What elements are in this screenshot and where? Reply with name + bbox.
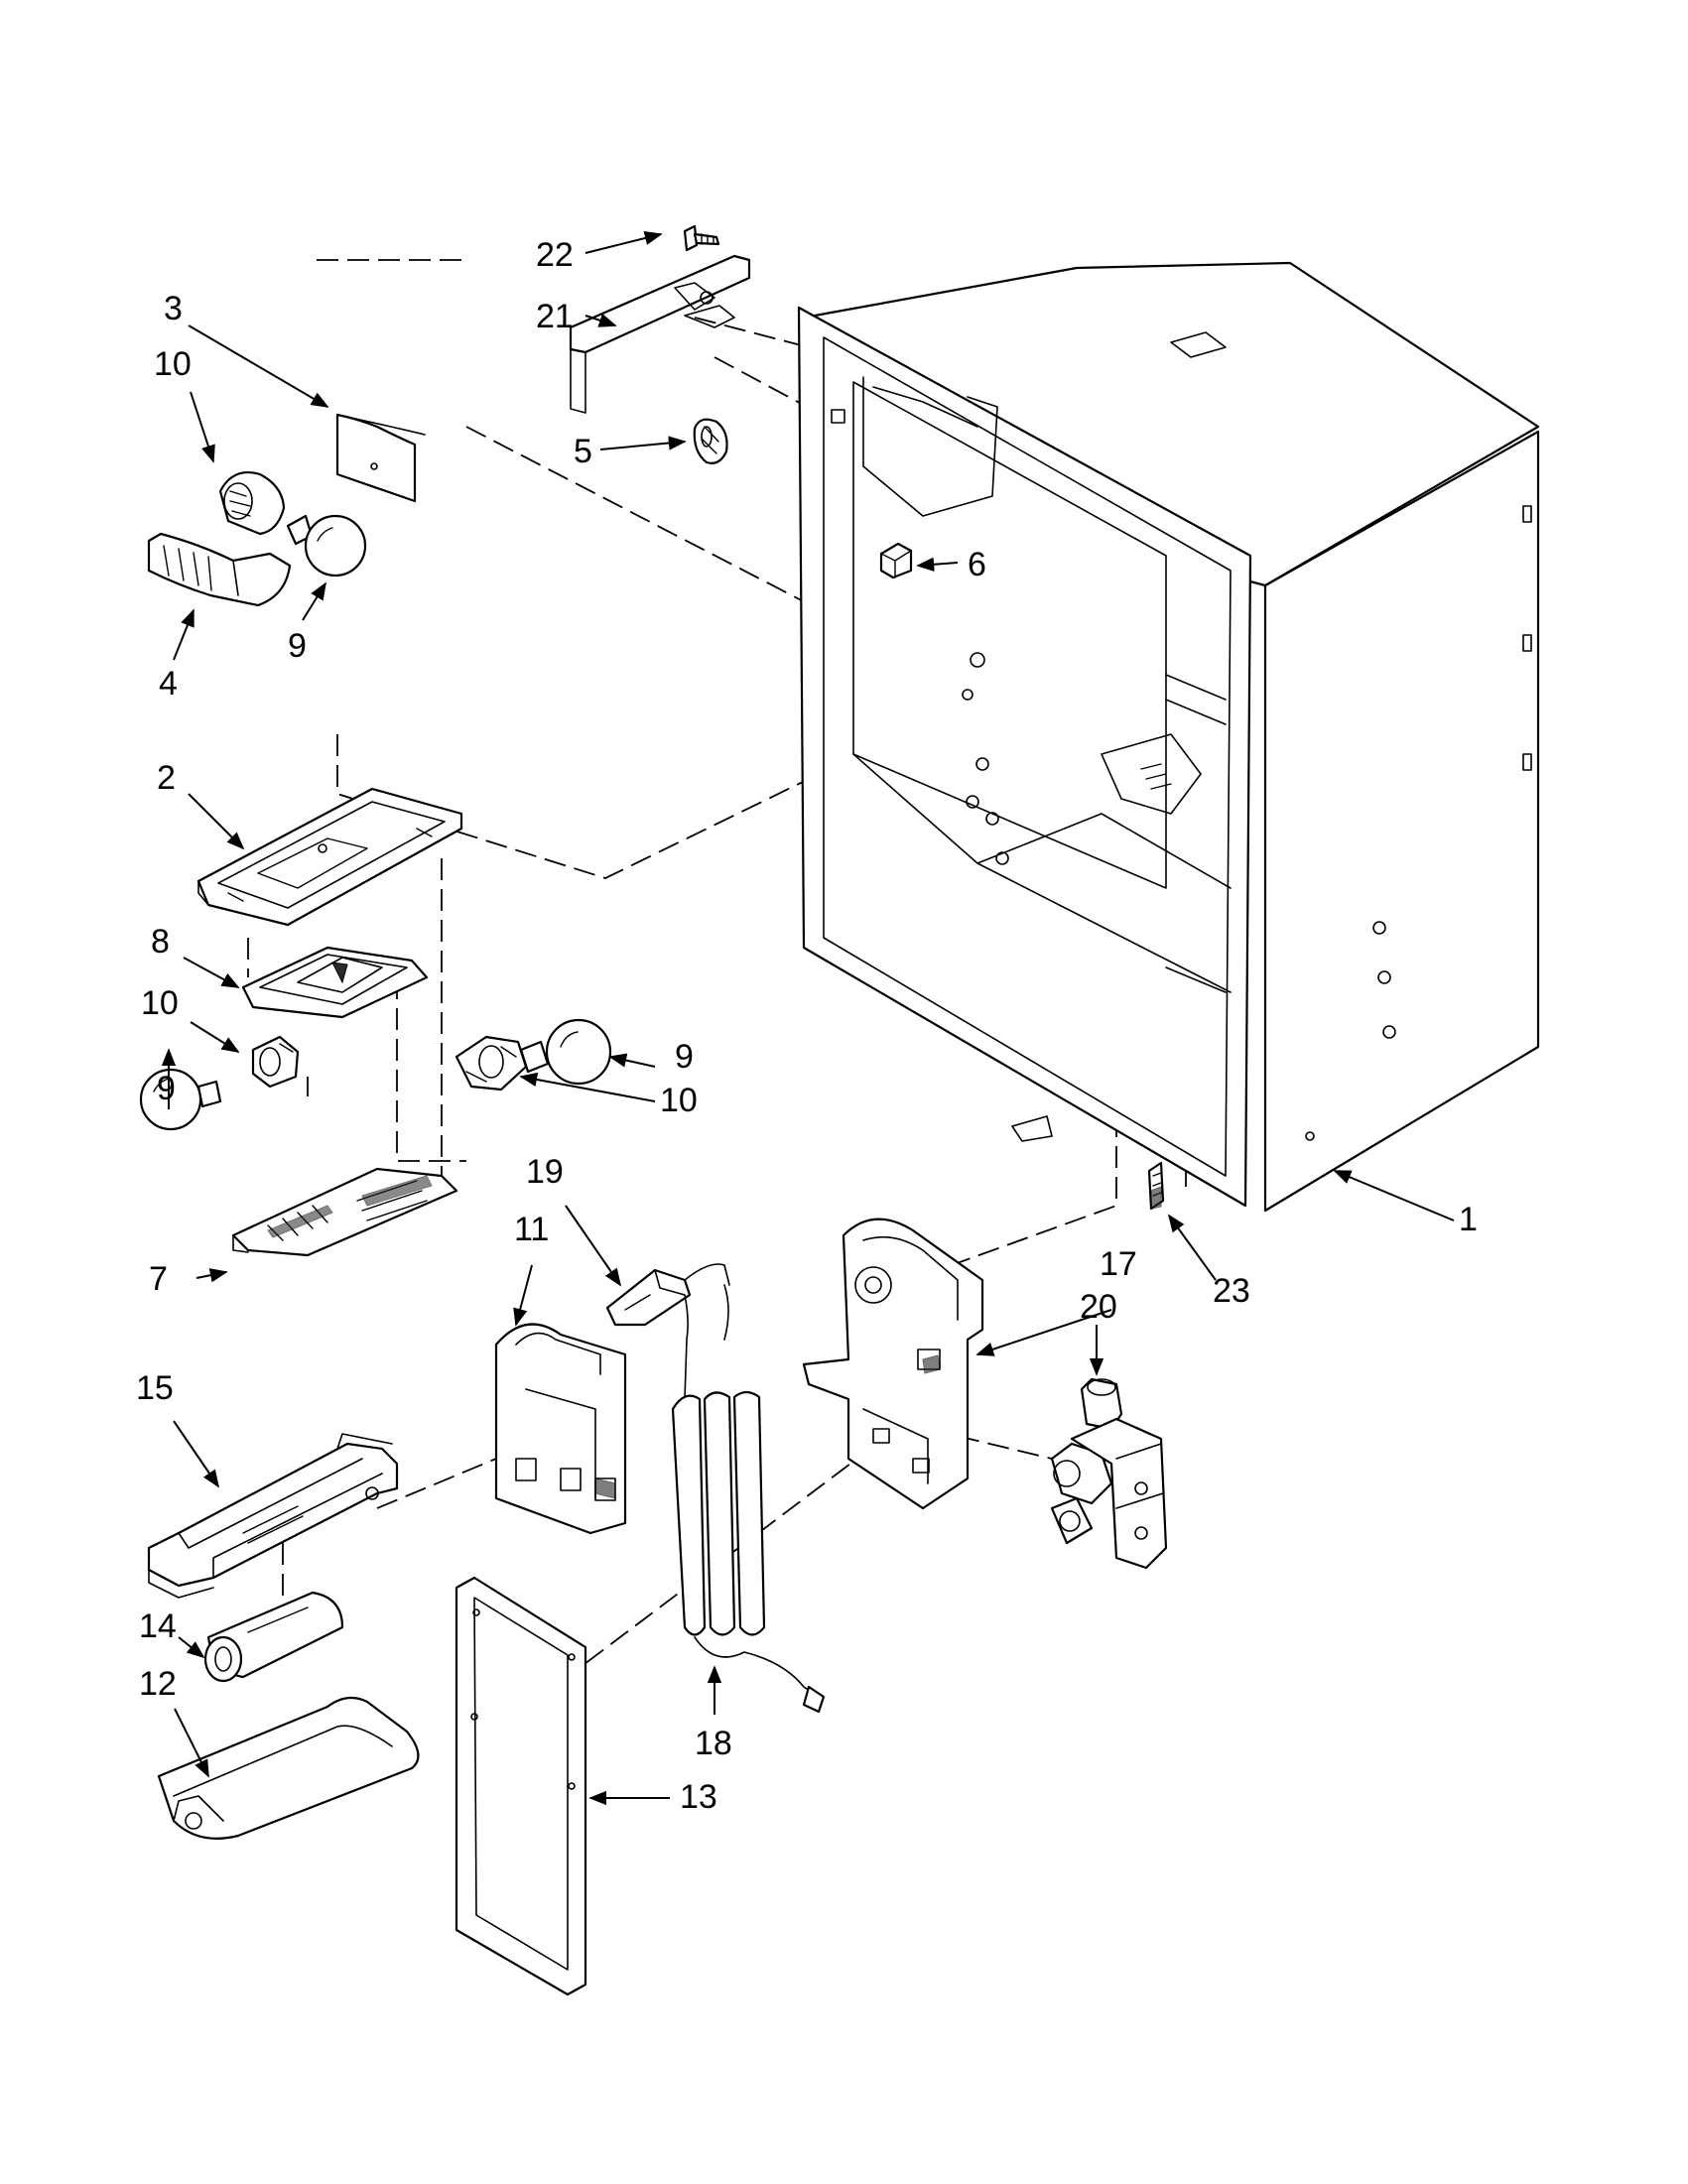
callout-10: 10 xyxy=(141,984,179,1022)
callout-17: 17 xyxy=(1100,1245,1137,1283)
callout-10: 10 xyxy=(660,1082,698,1119)
tubing-part-18 xyxy=(671,1284,826,1714)
callout-19: 19 xyxy=(526,1153,564,1191)
reflector-part-8 xyxy=(241,946,429,1019)
cabinet-liner xyxy=(797,261,1540,1213)
bulb-part-9c xyxy=(519,1018,612,1086)
bulb-part-9a xyxy=(286,514,367,578)
leader-lines xyxy=(161,230,1455,1806)
filter-housing-part-15 xyxy=(147,1433,399,1599)
lens-cover-part-4 xyxy=(147,532,292,607)
callout-9: 9 xyxy=(288,627,307,665)
callout-5: 5 xyxy=(574,433,592,470)
callout-13: 13 xyxy=(680,1778,717,1816)
knob-part-5 xyxy=(693,418,728,464)
water-filter-part-14 xyxy=(203,1591,344,1683)
filter-cover-part-12 xyxy=(157,1696,420,1840)
light-socket-part-10c xyxy=(454,1035,528,1092)
duct-part-11 xyxy=(494,1323,627,1535)
callout-9: 9 xyxy=(157,1070,176,1107)
callout-8: 8 xyxy=(151,923,170,961)
callout-14: 14 xyxy=(139,1607,177,1645)
callout-10: 10 xyxy=(154,345,192,383)
top-bracket-part-21 xyxy=(569,254,751,414)
light-socket-part-10b xyxy=(251,1035,300,1089)
clip-part-23 xyxy=(1147,1161,1165,1211)
callout-22: 22 xyxy=(536,236,574,274)
callout-21: 21 xyxy=(536,298,574,335)
dispenser-housing-part-17 xyxy=(802,1218,984,1510)
callout-3: 3 xyxy=(164,290,183,327)
callout-18: 18 xyxy=(695,1725,732,1762)
callout-15: 15 xyxy=(136,1369,174,1407)
callout-labels: 22 21 3 10 5 6 9 4 2 8 10 9 10 9 1 19 11… xyxy=(136,236,1478,1816)
callout-9: 9 xyxy=(675,1038,694,1076)
switch-part-6 xyxy=(879,542,913,579)
callout-4: 4 xyxy=(159,665,178,703)
light-shield-part-3 xyxy=(335,413,426,503)
callout-12: 12 xyxy=(139,1665,177,1703)
bulb-part-9b xyxy=(139,1068,222,1131)
callout-1: 1 xyxy=(1459,1201,1478,1238)
callout-11: 11 xyxy=(514,1211,549,1248)
screw-part-22 xyxy=(683,224,720,252)
light-housing-part-2 xyxy=(196,787,463,927)
trim-panel-part-13 xyxy=(454,1576,587,1996)
fitting-part-19 xyxy=(605,1263,730,1327)
light-socket-part-10a xyxy=(218,470,286,536)
callout-23: 23 xyxy=(1213,1272,1250,1310)
callout-6: 6 xyxy=(968,546,986,583)
lens-part-7 xyxy=(231,1167,458,1257)
water-valve-part-20 xyxy=(1050,1377,1168,1570)
callout-7: 7 xyxy=(149,1260,168,1298)
callout-2: 2 xyxy=(157,759,176,797)
callout-20: 20 xyxy=(1080,1288,1117,1326)
